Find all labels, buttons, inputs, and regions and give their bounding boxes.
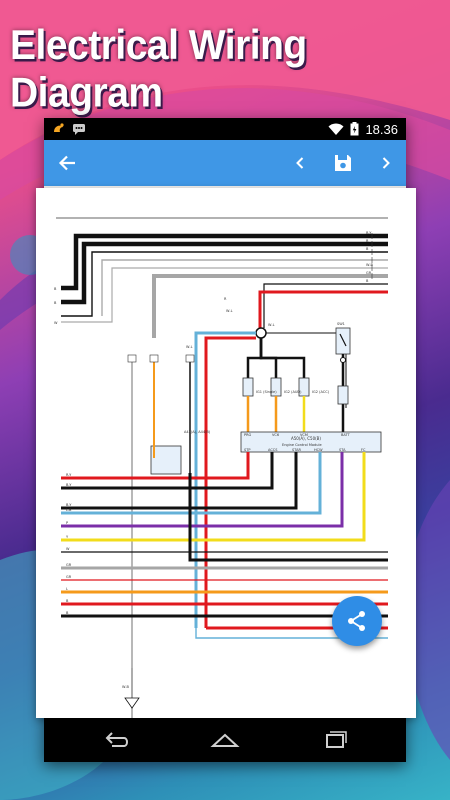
- ecm-pin-star: STAR: [292, 448, 301, 452]
- chevron-right-icon[interactable]: [376, 152, 396, 174]
- phone-frame: 18.36: [36, 118, 416, 762]
- share-icon: [348, 611, 365, 631]
- wire-label-bottom-4: L-B: [66, 508, 72, 512]
- wire-label-bottom-10: L: [66, 587, 68, 591]
- wire-label-bottom-1: R-Y: [66, 473, 72, 477]
- chevron-left-icon[interactable]: [290, 152, 310, 174]
- wire-label-bottom-9: GR: [66, 575, 72, 579]
- sw-label: SW1: [337, 322, 345, 326]
- nav-recents-icon[interactable]: [320, 728, 350, 752]
- nav-home-icon[interactable]: [210, 728, 240, 752]
- nav-bar: [44, 718, 406, 762]
- uc-browser-icon: [54, 123, 64, 132]
- battery-icon: [350, 122, 359, 136]
- relay-label: A43(A), A44(B): [184, 430, 211, 434]
- wire-label-left-1: B: [54, 287, 57, 291]
- wire-label-right-2: B: [366, 239, 369, 243]
- ecm-pin-accs: ACCS: [268, 448, 278, 452]
- wire-label-bottom-2: B-Y: [66, 483, 72, 487]
- chat-notification-icon: [73, 124, 85, 135]
- wire-label-right-4: W-B: [366, 263, 373, 267]
- ecm-pin-vc6: VC6: [272, 433, 279, 437]
- wire-label-left-2: B: [54, 301, 57, 305]
- share-button[interactable]: [332, 596, 382, 646]
- wifi-icon: [328, 123, 344, 135]
- app-bar: [44, 140, 406, 186]
- wire-label-bottom-6: Y: [66, 535, 69, 539]
- wire-label-bottom-11: B: [66, 599, 69, 603]
- ecm-pin-sta: STA: [339, 448, 346, 452]
- wire-label-right-1: B-Y: [366, 231, 372, 235]
- wire-label-bottom-7: W: [66, 547, 70, 551]
- wire-label-right-3: B: [366, 247, 369, 251]
- wiring-diagram: SW1 A43(A), A44(B) A50(A), C50(B) Engine…: [54, 217, 388, 718]
- fuse-label-1: IG1 (Single): [256, 390, 277, 394]
- ecm-pin-prg: PRG: [244, 433, 252, 437]
- promo-title: Electrical Wiring Diagram: [10, 22, 307, 117]
- nav-back-icon[interactable]: [102, 728, 132, 752]
- status-bar: 18.36: [44, 118, 406, 140]
- status-time: 18.36: [365, 121, 398, 137]
- connector-label-1: W-L: [226, 309, 233, 313]
- ecm-pin-stp: STP: [244, 448, 250, 452]
- ground-label: W-B: [122, 685, 129, 689]
- wire-label-left-3: W: [54, 321, 58, 325]
- ecm-name: A50(A), C50(B): [291, 436, 321, 441]
- connector-label-2: W-L: [268, 323, 275, 327]
- ecm-pin-batt: BATT: [341, 433, 351, 437]
- ecm-pin-fc: FC: [361, 448, 366, 452]
- arrow-left-icon[interactable]: [56, 152, 78, 174]
- ecm-pin-vcm: VCM: [300, 433, 308, 437]
- fuse-label-2: IG2 (AUD): [284, 390, 302, 394]
- ecm-pin-hcw: HCW: [314, 448, 323, 452]
- wire-label-bottom-8: GR: [66, 563, 72, 567]
- ecm-desc: Engine Control Module: [282, 443, 322, 447]
- wire-label-right-5: GR: [366, 271, 372, 275]
- wire-label-bottom-12: B: [66, 611, 69, 615]
- connector-label-4: R: [224, 297, 227, 301]
- floppy-disk-icon[interactable]: [332, 152, 354, 174]
- wire-label-bottom-5: P: [66, 521, 68, 525]
- connector-label-3: W-L: [186, 345, 193, 349]
- wire-label-bottom-3: B-Y: [66, 503, 72, 507]
- fuse-label-3: IG2 (ACC): [312, 390, 330, 394]
- wire-label-right-6: B: [366, 279, 369, 283]
